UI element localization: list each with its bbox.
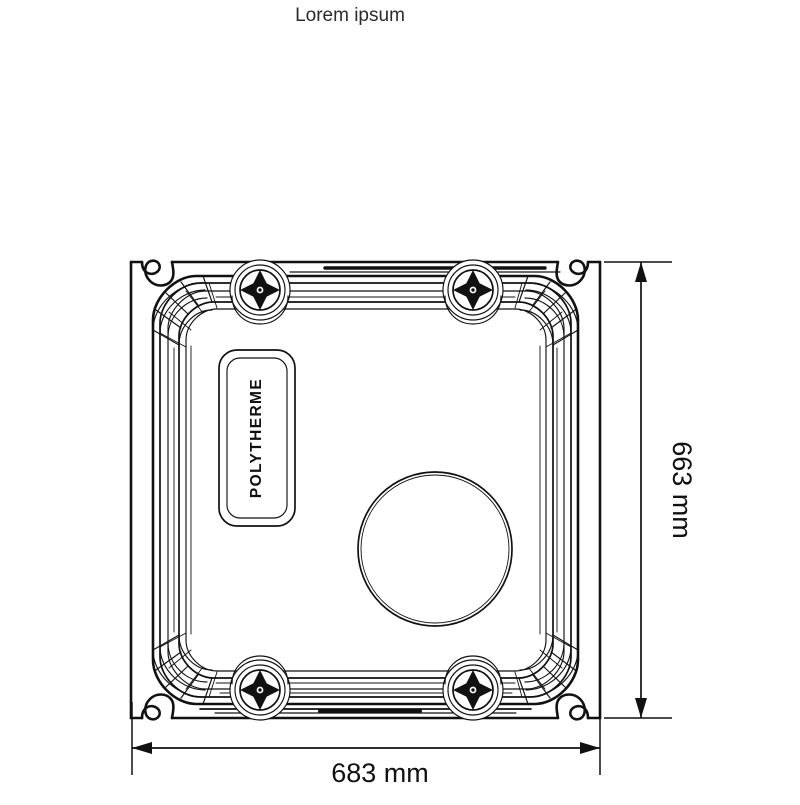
width-arrow-left [132,742,152,754]
lid-body-contours [151,274,580,706]
fastener-seats [231,295,502,685]
corner-rib-bottom-left [152,632,218,705]
frame-notch-top-right [555,259,590,287]
top-center-bar [289,266,561,273]
brand-plate-inner [226,357,288,519]
height-dim-label: 663 mm [667,441,697,539]
corner-rib-top-right [514,275,579,348]
manhole-circle-outer [357,471,513,627]
fastener-top-left[interactable] [229,259,291,321]
brand-label-text: POLYTHERME [248,378,265,498]
brand-label-plate: POLYTHERME [218,349,296,527]
height-arrow-bottom [635,698,647,718]
frame-notch-bottom-right [555,693,590,721]
width-arrow-right [580,742,600,754]
outer-frame [129,259,602,721]
height-arrow-top [635,262,647,282]
fastener-bottom-left[interactable] [229,659,291,721]
width-dim-label: 683 mm [331,758,429,788]
dimension-height: 663 mm [604,261,697,719]
frame-notch-bottom-left [140,693,175,721]
dimension-width: 683 mm [131,702,601,788]
fastener-bottom-right[interactable] [442,659,504,721]
fastener-top-right[interactable] [442,259,504,321]
brand-plate-outer [218,349,296,527]
corner-rib-bottom-right [514,632,579,705]
frame-notch-top-left [140,259,175,287]
corner-rib-top-left [152,275,218,348]
circular-opening [357,471,513,627]
manhole-circle-inner [360,474,510,624]
page-title: Lorem ipsum [295,5,405,26]
